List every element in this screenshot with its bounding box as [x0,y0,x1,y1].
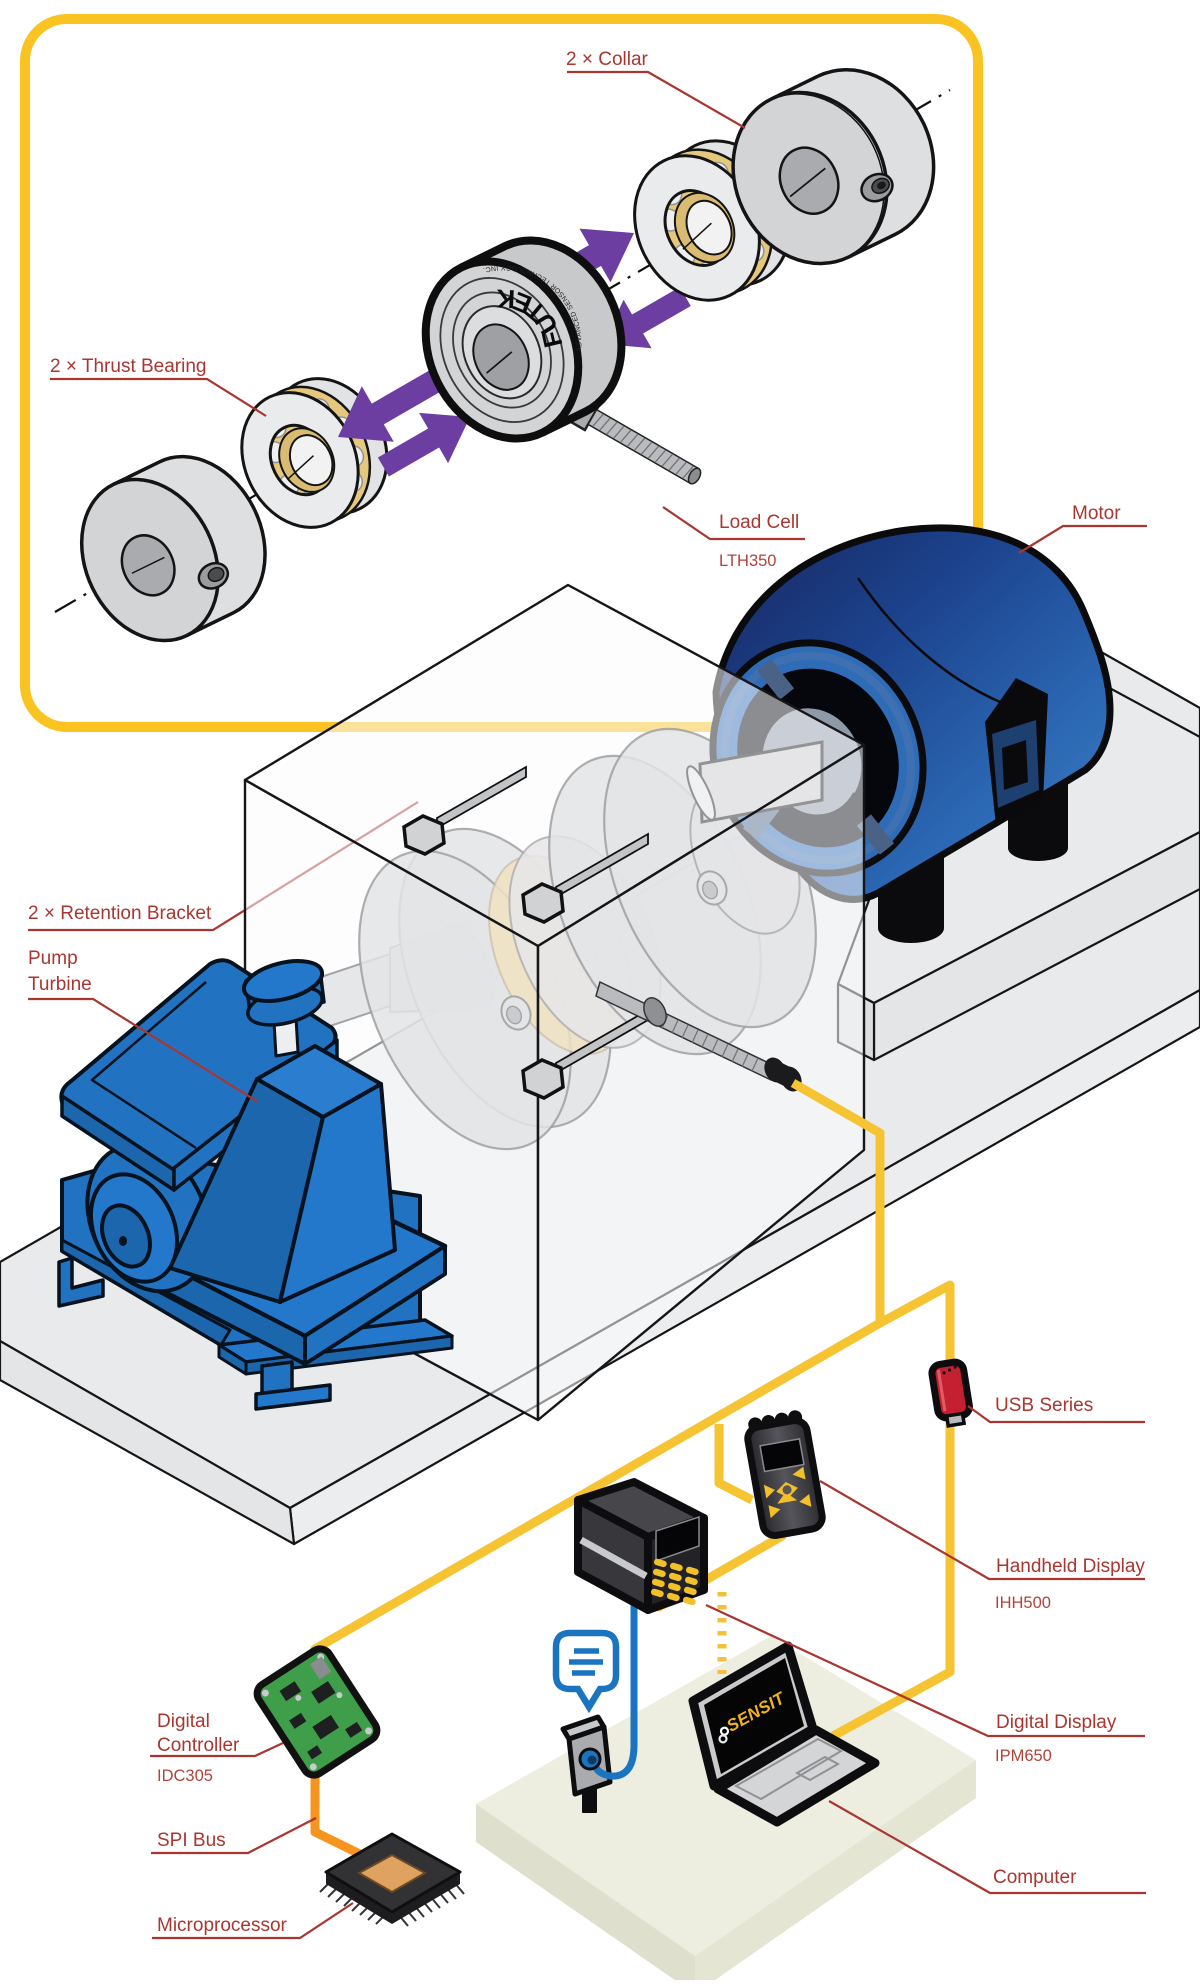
svg-text:IHH500: IHH500 [995,1594,1051,1612]
svg-text:LTH350: LTH350 [719,552,776,570]
svg-text:Load Cell: Load Cell [719,512,799,533]
svg-text:IDC305: IDC305 [157,1767,213,1785]
svg-text:2 × Thrust Bearing: 2 × Thrust Bearing [50,356,207,377]
svg-text:Computer: Computer [993,1867,1077,1888]
svg-text:Motor: Motor [1072,503,1121,524]
svg-text:Digital: Digital [157,1711,210,1732]
svg-text:USB Series: USB Series [995,1395,1093,1416]
svg-text:Pump: Pump [28,948,78,969]
svg-text:Digital Display: Digital Display [996,1712,1117,1733]
svg-text:Handheld Display: Handheld Display [996,1556,1145,1577]
svg-text:SPI Bus: SPI Bus [157,1830,226,1851]
svg-text:IPM650: IPM650 [995,1747,1052,1765]
svg-text:2 × Retention Bracket: 2 × Retention Bracket [28,903,212,924]
svg-text:2 × Collar: 2 × Collar [566,49,649,70]
svg-text:Microprocessor: Microprocessor [157,1915,288,1936]
svg-text:Controller: Controller [157,1735,240,1756]
svg-text:Turbine: Turbine [28,974,92,995]
